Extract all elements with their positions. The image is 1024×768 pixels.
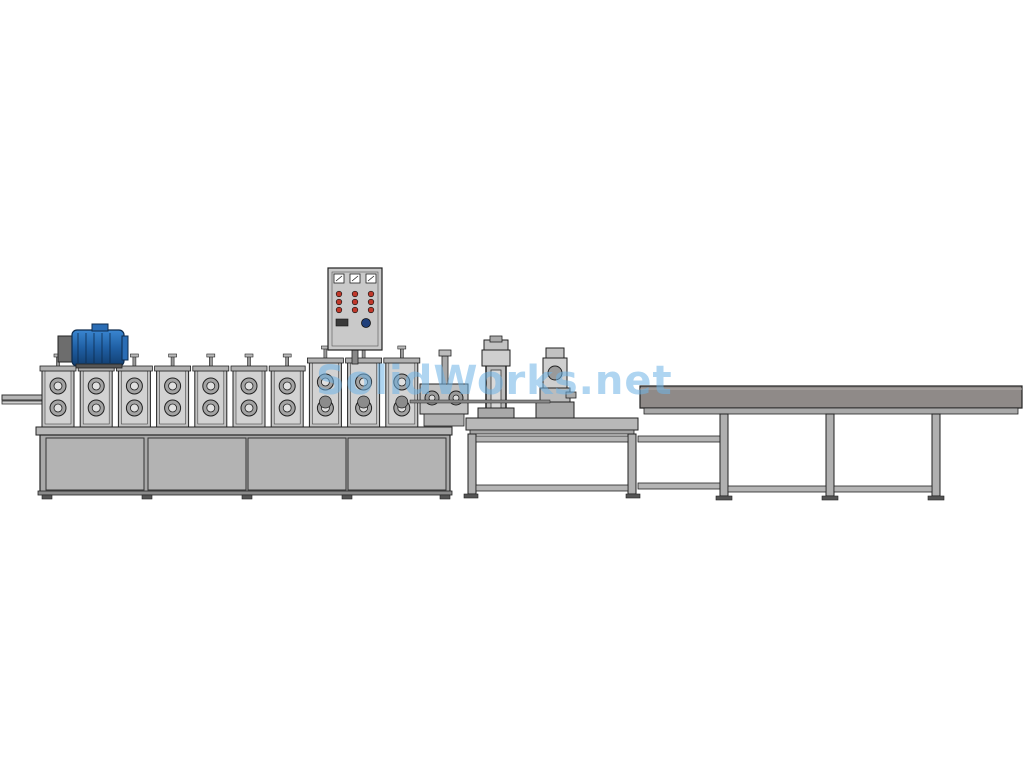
roll-stand (192, 353, 230, 428)
cutting-unit (535, 347, 577, 419)
roll-stand (268, 353, 306, 428)
punch-table (463, 417, 641, 499)
roll-stand (116, 353, 153, 428)
roll-stand (306, 345, 344, 428)
roll-stand (154, 353, 192, 428)
roll-stand (39, 353, 77, 428)
profile-strip (409, 399, 551, 404)
roll-stands (39, 345, 421, 428)
panel-button (351, 290, 359, 298)
connecting-rails (637, 435, 721, 490)
panel-button (351, 298, 359, 306)
roll-stand (383, 345, 421, 428)
panel-gauges (333, 273, 377, 284)
entry-guide (1, 394, 43, 405)
output-table (639, 385, 1023, 501)
drive-motor (57, 323, 129, 369)
guide-unit (419, 349, 469, 427)
roll-stand (230, 353, 268, 428)
base-cabinet (35, 426, 453, 500)
panel-button (351, 306, 359, 314)
roll-stand (345, 345, 383, 428)
panel-button (367, 298, 375, 306)
panel-button (367, 290, 375, 298)
panel-button (335, 306, 343, 314)
panel-button (335, 298, 343, 306)
panel-buttons (335, 290, 375, 314)
panel-button (367, 306, 375, 314)
punch-press (477, 335, 515, 419)
control-panel (327, 267, 383, 365)
panel-button (335, 290, 343, 298)
